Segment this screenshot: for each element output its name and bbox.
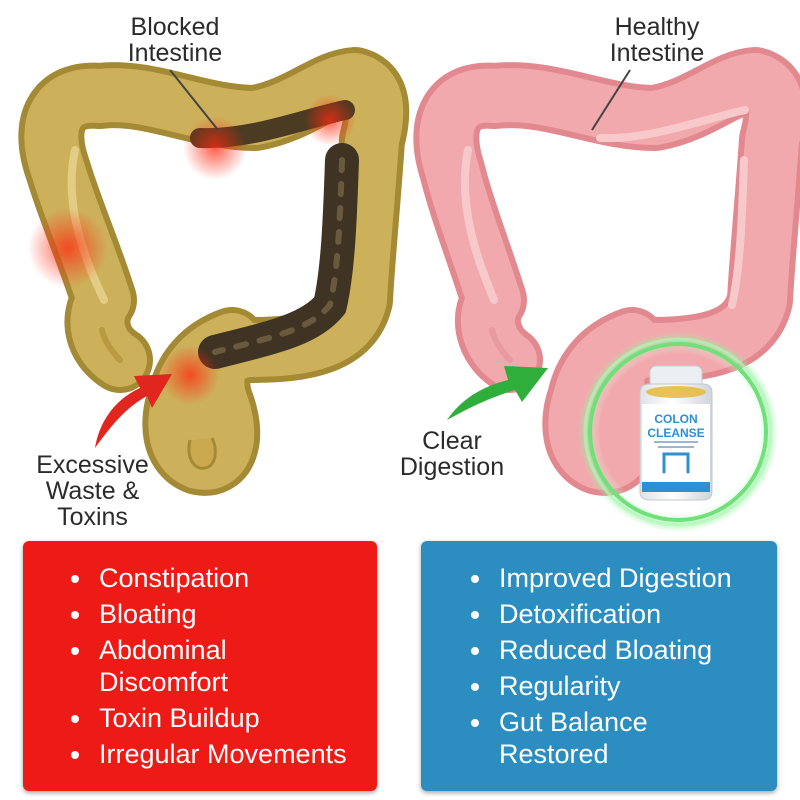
list-item: Constipation	[49, 562, 369, 594]
bullet-icon	[71, 611, 79, 619]
list-item: Reduced Bloating	[449, 634, 769, 666]
bottle-brand-line2: CLEANSE	[647, 426, 704, 440]
problems-list: Constipation Bloating Abdominal Discomfo…	[49, 562, 369, 774]
list-item: Gut Balance Restored	[449, 706, 699, 770]
benefits-panel: Improved Digestion Detoxification Reduce…	[421, 541, 777, 791]
problems-panel: Constipation Bloating Abdominal Discomfo…	[23, 541, 377, 791]
list-item: Improved Digestion	[449, 562, 769, 594]
bullet-icon	[71, 575, 79, 583]
blocked-intestine-label: Blocked Intestine	[127, 13, 223, 67]
bullet-icon	[471, 683, 479, 691]
clear-digestion-label: Clear Digestion	[399, 427, 505, 481]
list-item: Abdominal Discomfort	[49, 634, 279, 698]
blocked-intestine	[18, 47, 410, 496]
list-item: Bloating	[49, 598, 369, 630]
bullet-icon	[71, 751, 79, 759]
list-item: Detoxification	[449, 598, 769, 630]
blocked-leader-line	[169, 69, 219, 131]
red-arrow-icon	[95, 374, 172, 448]
healthy-leader-line	[591, 69, 631, 131]
green-arrow-icon	[447, 366, 548, 420]
bottle-brand-line1: COLON	[654, 412, 697, 426]
bullet-icon	[71, 647, 79, 655]
bullet-icon	[471, 719, 479, 727]
list-item: Irregular Movements	[49, 738, 369, 770]
bullet-icon	[471, 575, 479, 583]
benefits-list: Improved Digestion Detoxification Reduce…	[449, 562, 769, 774]
bottle-colon-icon	[662, 452, 690, 474]
list-item: Toxin Buildup	[49, 702, 369, 734]
bullet-icon	[71, 715, 79, 723]
list-item: Regularity	[449, 670, 769, 702]
bullet-icon	[471, 647, 479, 655]
bullet-icon	[471, 611, 479, 619]
healthy-intestine-label: Healthy Intestine	[609, 13, 705, 67]
illustration: COLON CLEANSE	[18, 47, 800, 532]
excessive-waste-label: Excessive Waste & Toxins	[36, 451, 149, 531]
colon-cleanse-bottle: COLON CLEANSE	[578, 332, 778, 532]
